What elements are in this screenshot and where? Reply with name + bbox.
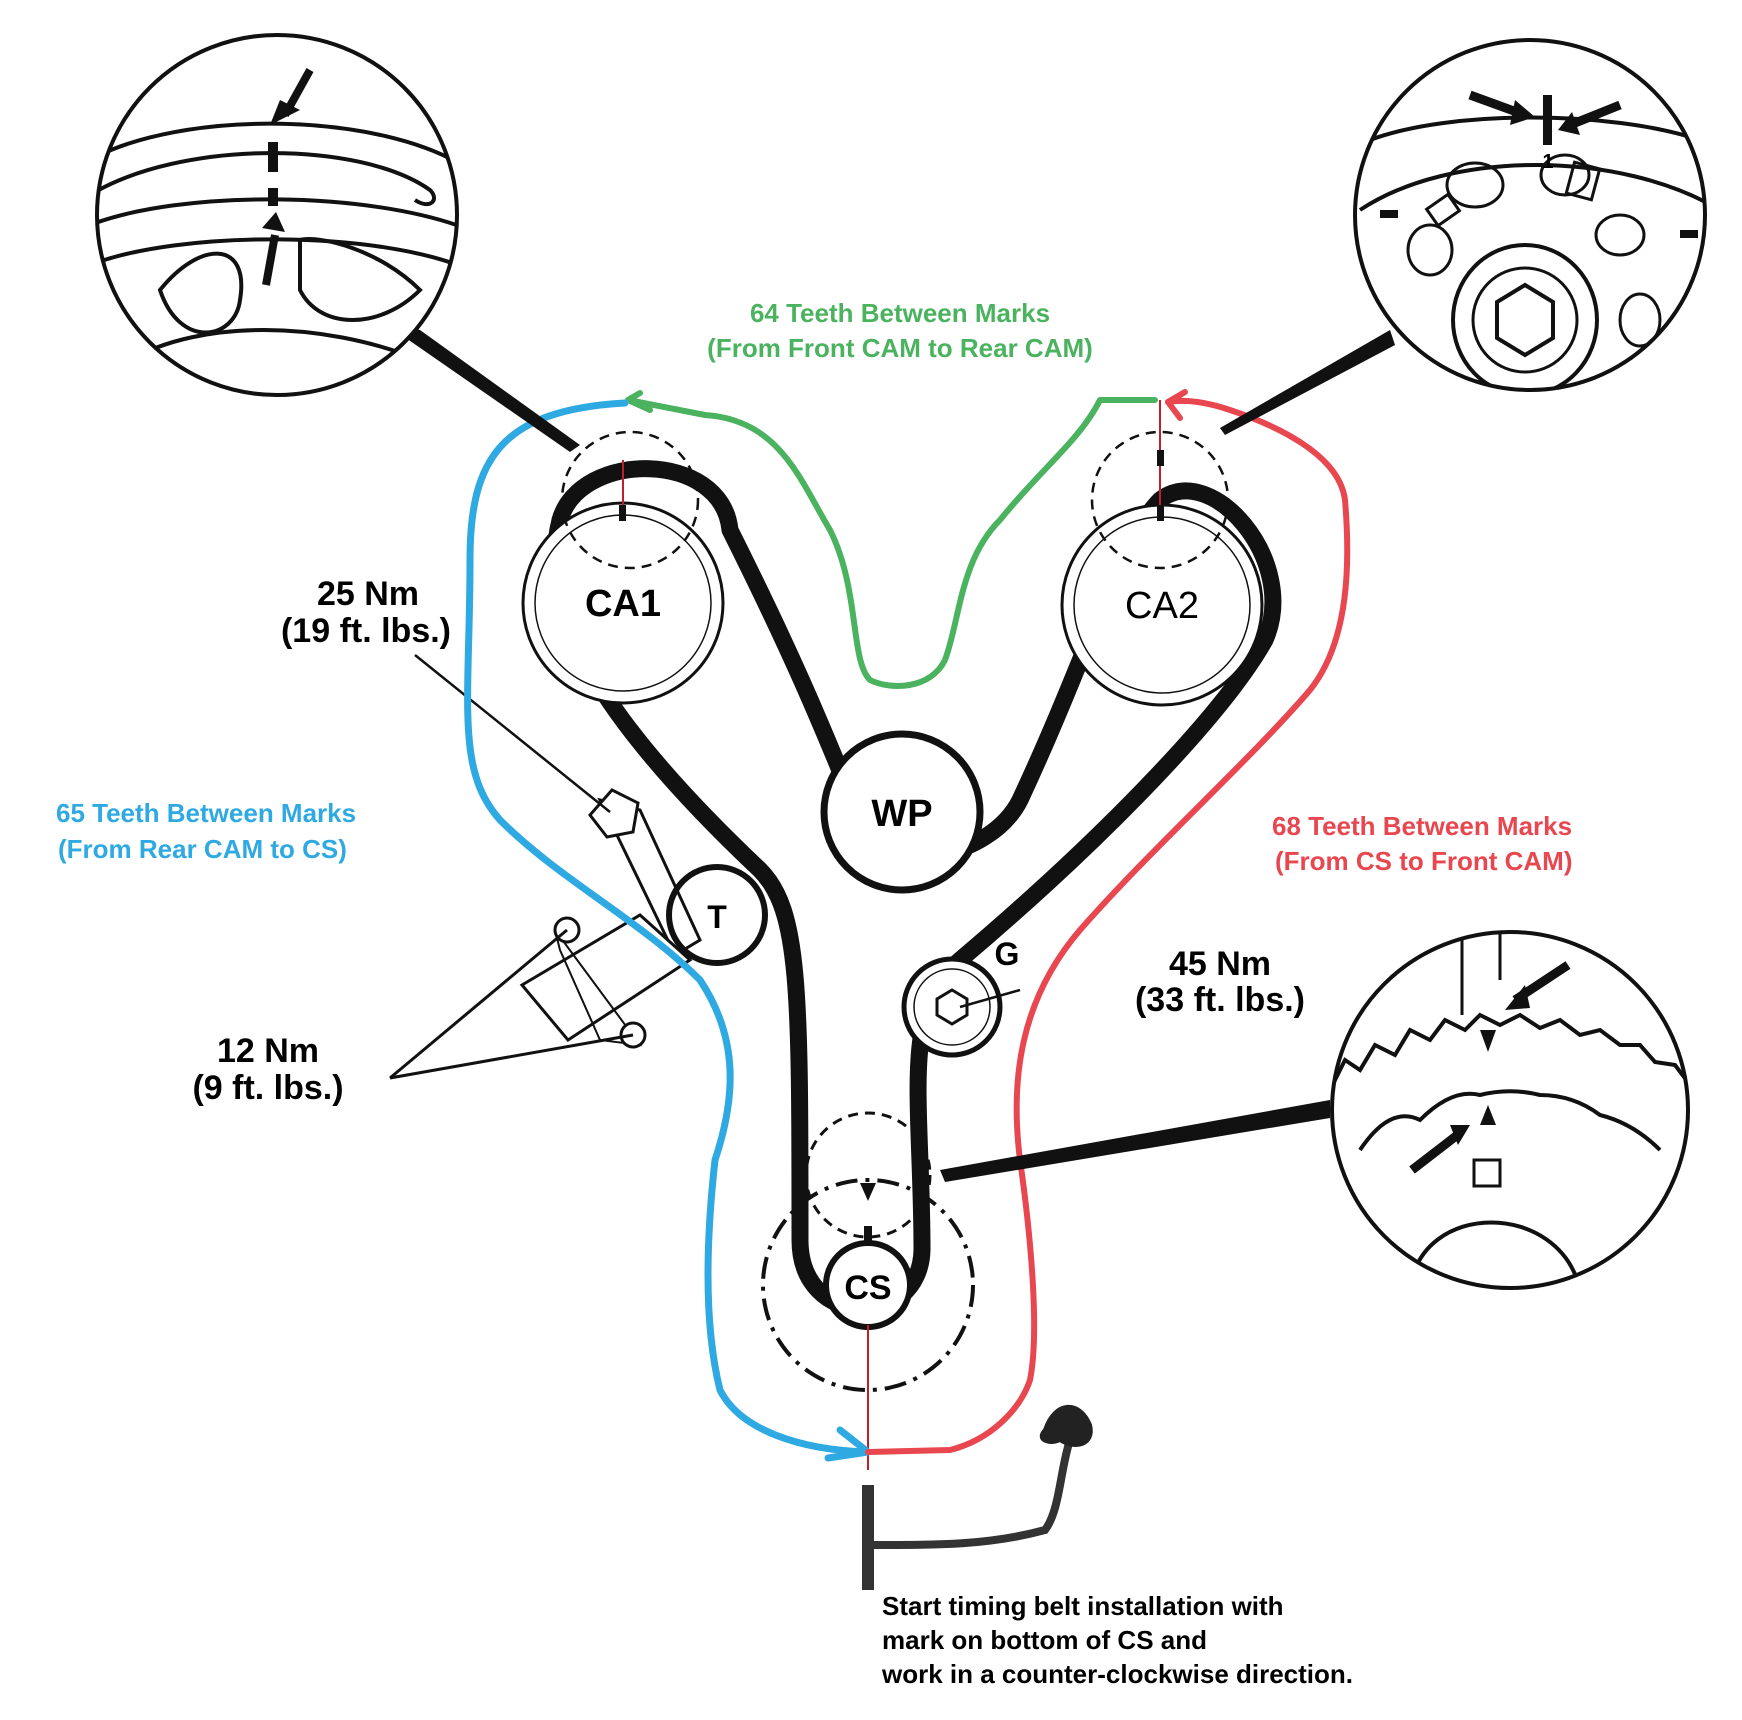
torque-19ftlb: (19 ft. lbs.) <box>281 612 451 650</box>
torque-25nm: 25 Nm <box>317 575 419 613</box>
start-marker <box>862 1404 1093 1590</box>
torque-33ftlb: (33 ft. lbs.) <box>1135 981 1305 1019</box>
blue-annotation: 65 Teeth Between Marks (From Rear CAM to… <box>56 798 356 864</box>
green-teeth-path <box>625 390 1158 689</box>
red-teeth-path <box>865 389 1351 1455</box>
tensioner-assembly <box>389 654 1021 1080</box>
pulley-t: T <box>666 864 768 966</box>
pulley-ca2: CA2 <box>1060 400 1264 707</box>
red-annotation-line1: 68 Teeth Between Marks <box>1272 811 1572 841</box>
green-annotation-line1: 64 Teeth Between Marks <box>750 298 1050 328</box>
pulley-wp: WP <box>820 730 984 894</box>
torque-12nm: 12 Nm <box>217 1032 319 1070</box>
crank-sprocket-detail-icon <box>940 930 1690 1290</box>
green-arrowhead-icon <box>625 390 653 413</box>
torque-tensioner-bolt: 25 Nm (19 ft. lbs.) <box>281 575 451 650</box>
ca1-label: CA1 <box>585 583 661 625</box>
pulley-ca1: CA1 <box>521 430 725 705</box>
cs-mark-arrow-icon <box>860 1183 876 1201</box>
start-instructions: Start timing belt installation with mark… <box>881 1591 1353 1689</box>
g-label: G <box>995 936 1020 972</box>
rear-cam-mark-detail-icon: 1 <box>1220 38 1707 435</box>
hex-bolt-icon <box>588 788 640 839</box>
cam-mark-detail-icon <box>95 33 580 452</box>
green-annotation: 64 Teeth Between Marks (From Front CAM t… <box>707 298 1093 363</box>
pulley-g: G <box>901 936 1020 1058</box>
blue-annotation-line2: (From Rear CAM to CS) <box>58 834 347 864</box>
instruction-line1: Start timing belt installation with <box>882 1591 1284 1621</box>
torque-tensioner-base: 12 Nm (9 ft. lbs.) <box>192 1032 343 1107</box>
torque-45nm: 45 Nm <box>1169 945 1271 983</box>
t-label: T <box>707 899 727 935</box>
red-annotation-line2: (From CS to Front CAM) <box>1275 846 1573 876</box>
torque-idler: 45 Nm (33 ft. lbs.) <box>1135 945 1305 1019</box>
bolt-icon <box>935 988 969 1026</box>
blue-annotation-line1: 65 Teeth Between Marks <box>56 798 356 828</box>
wp-label: WP <box>871 793 932 835</box>
pointer-blob-icon <box>1039 1404 1093 1447</box>
ca2-label: CA2 <box>1125 585 1199 627</box>
pulley-cs: CS <box>761 1111 975 1470</box>
svg-text:1: 1 <box>1542 151 1553 173</box>
red-arrowhead-icon <box>1165 389 1188 421</box>
instruction-line3: work in a counter-clockwise direction. <box>881 1659 1353 1689</box>
green-annotation-line2: (From Front CAM to Rear CAM) <box>707 333 1093 363</box>
blue-arrowhead-icon <box>824 1426 872 1462</box>
red-annotation: 68 Teeth Between Marks (From CS to Front… <box>1272 811 1573 876</box>
instruction-line2: mark on bottom of CS and <box>882 1625 1207 1655</box>
cs-label: CS <box>844 1269 891 1307</box>
torque-9ftlb: (9 ft. lbs.) <box>192 1069 343 1107</box>
